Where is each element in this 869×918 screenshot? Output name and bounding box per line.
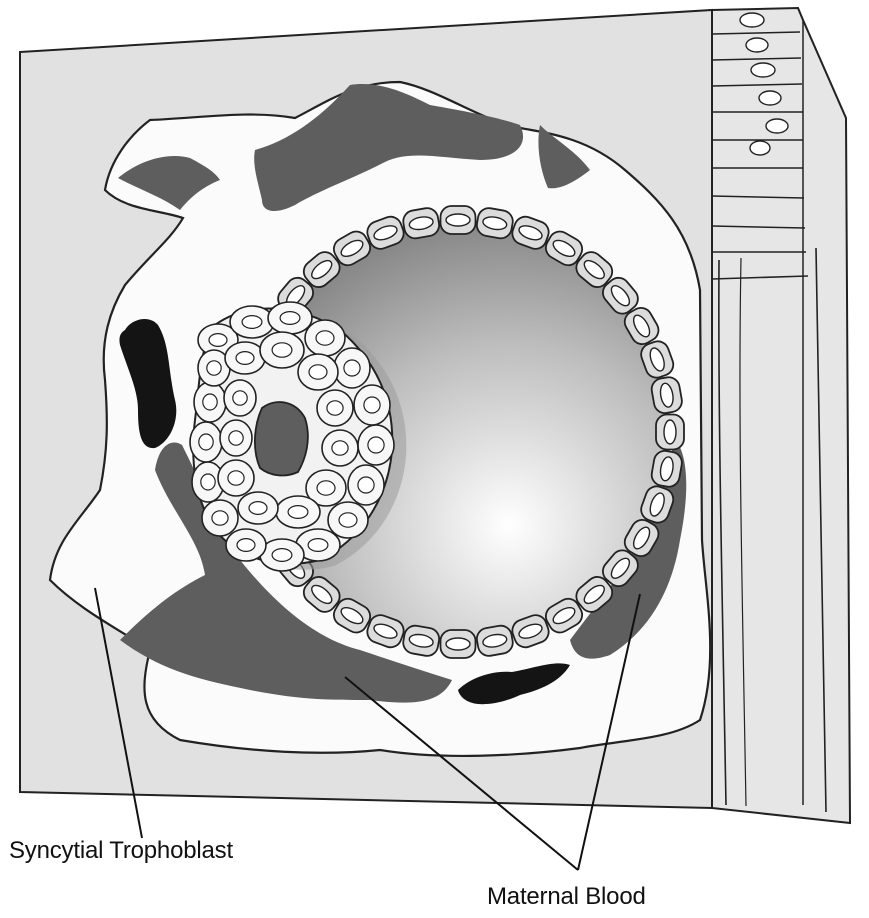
inner-cell-nucleus	[272, 549, 292, 562]
inner-cell-nucleus	[203, 394, 217, 410]
inner-cell-nucleus	[308, 539, 328, 552]
inner-cell-nucleus	[249, 502, 267, 515]
inner-cell-nucleus	[344, 360, 360, 376]
trophoblast-cell	[440, 630, 475, 658]
inner-cell-nucleus	[339, 513, 357, 527]
uterine-epithelium	[712, 8, 850, 823]
inner-cell-nucleus	[207, 361, 221, 375]
inner-cell-nucleus	[332, 441, 348, 455]
trophoblast-cell	[440, 206, 475, 234]
label-syncytial-trophoblast: Syncytial Trophoblast	[9, 837, 233, 865]
trophoblast-nucleus	[446, 214, 470, 226]
inner-cell-nucleus	[288, 506, 308, 519]
inner-cell-nucleus	[368, 437, 384, 453]
label-maternal-blood: Maternal Blood	[487, 883, 646, 911]
trophoblast-nucleus	[446, 638, 470, 650]
trophoblast-nucleus	[664, 420, 676, 444]
inner-cell-nucleus	[228, 471, 244, 485]
inner-cell-nucleus	[212, 511, 228, 525]
inner-cell-nucleus	[236, 352, 254, 365]
inner-cell-nucleus	[229, 431, 243, 445]
trophoblast-cell	[656, 414, 684, 449]
inner-cell-nucleus	[272, 343, 292, 357]
inner-cell-nucleus	[358, 477, 374, 493]
inner-cell-nucleus	[242, 316, 262, 329]
inner-cell-nucleus	[237, 539, 255, 552]
inner-cell-nucleus	[309, 365, 327, 379]
inner-cell-nucleus	[317, 481, 335, 495]
inner-cell-mass-cavity	[255, 402, 308, 475]
inner-cell-nucleus	[327, 401, 343, 415]
inner-cell-nucleus	[209, 334, 227, 347]
inner-cell-nucleus	[280, 312, 300, 325]
inner-cell-nucleus	[316, 331, 334, 345]
inner-cell-nucleus	[201, 474, 215, 490]
inner-cell-nucleus	[233, 391, 247, 405]
inner-cell-nucleus	[364, 397, 380, 413]
inner-cell-nucleus	[199, 434, 213, 450]
